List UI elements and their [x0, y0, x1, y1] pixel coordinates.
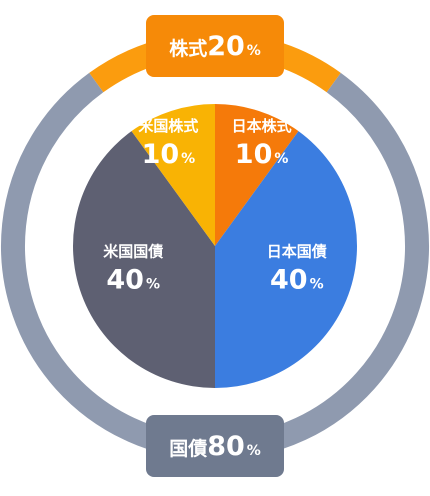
ring-badge-label-1: 株式20%: [169, 31, 261, 62]
pie-slice-1: [215, 104, 299, 246]
ring-badge-label-2: 国債80%: [169, 431, 261, 462]
ring-badges: 株式20% 国債80%: [146, 15, 284, 477]
slice-label-4: 米国株式: [138, 117, 198, 135]
ring-badge-1: 株式20%: [146, 15, 284, 77]
pie-slice-4: [131, 104, 215, 246]
pie-slice-2: [215, 131, 357, 389]
slice-label-2: 日本国債: [267, 243, 327, 261]
slice-label-1: 日本株式: [232, 117, 292, 135]
inner-labels: 日本株式 10% 日本国債 40% 米国国債 40% 米国株式 10%: [103, 117, 327, 295]
slice-value-3: 40%: [106, 265, 160, 296]
slice-value-2: 40%: [270, 265, 324, 296]
inner-pie: [73, 104, 357, 389]
ring-badge-bg-1: [146, 15, 284, 77]
slice-value-4: 10%: [142, 139, 196, 170]
ring-badge-2: 国債80%: [146, 415, 284, 477]
pie-slice-3: [73, 131, 216, 389]
ring-badge-bg-2: [146, 415, 284, 477]
slice-value-1: 10%: [235, 139, 289, 170]
slice-label-3: 米国国債: [103, 243, 163, 261]
